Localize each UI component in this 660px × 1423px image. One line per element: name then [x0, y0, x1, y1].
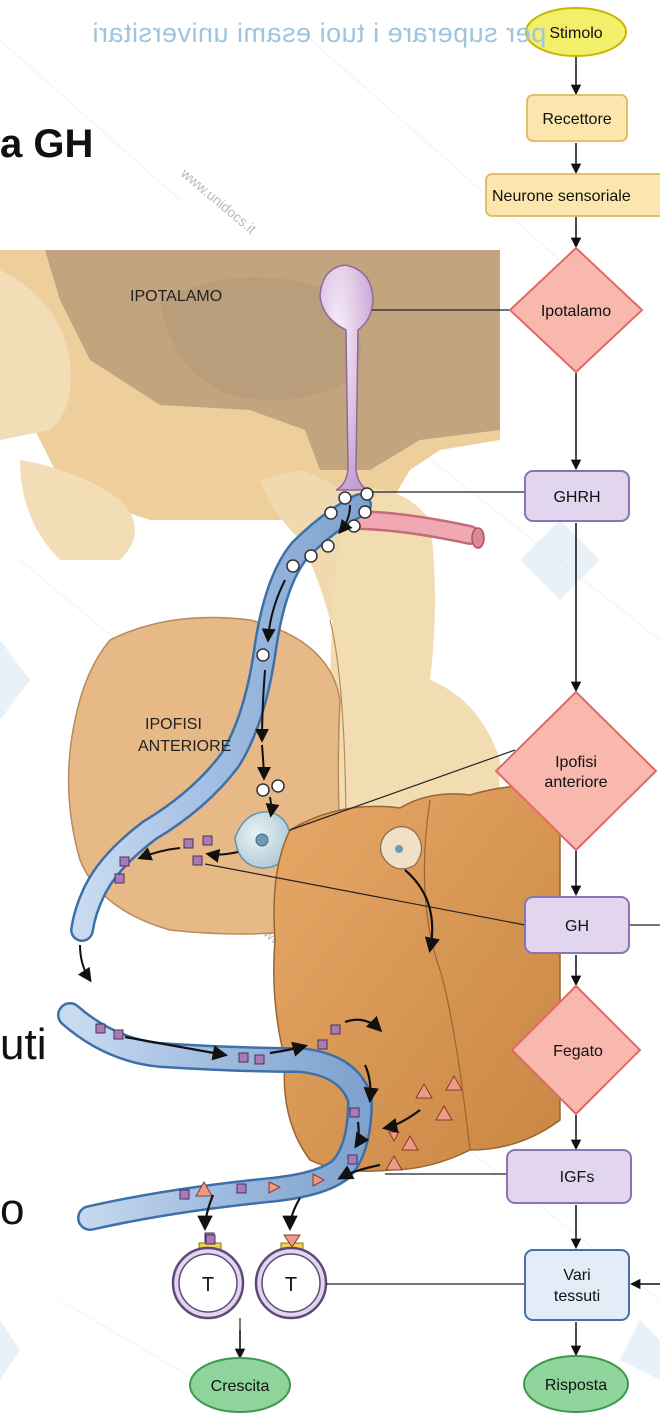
flow-node-receptor: Recettore [527, 95, 627, 141]
flow-node-response: Risposta [524, 1356, 628, 1412]
label-hypothalamus: IPOTALAMO [130, 288, 222, 305]
flow-ghrh-label: GHRH [553, 489, 600, 506]
flow-node-sensory-neuron: Neurone sensoriale [486, 174, 660, 216]
flow-node-ghrh: GHRH [525, 471, 629, 521]
flow-hypothalamus-label: Ipotalamo [541, 303, 611, 320]
flow-igfs-label: IGFs [560, 1169, 595, 1186]
flow-response-label: Risposta [545, 1377, 607, 1394]
target-cell-label: T [202, 1274, 214, 1296]
flow-node-hypothalamus: Ipotalamo [510, 248, 642, 372]
flow-growth-label: Crescita [211, 1378, 270, 1395]
site-watermark-banner: per superare i tuoi esami universitari [92, 18, 546, 49]
site-watermark: www.unidocs.it [177, 164, 259, 236]
flow-tissues-line1: Vari [563, 1267, 590, 1284]
target-cell-label: T [285, 1274, 297, 1296]
label-pituitary-line2: ANTERIORE [138, 738, 231, 755]
flow-stimulus-label: Stimolo [549, 25, 602, 42]
flow-tissues-line2: tessuti [554, 1288, 600, 1305]
slide-title-fragment: a GH [0, 122, 93, 167]
flow-receptor-label: Recettore [542, 111, 611, 128]
label-pituitary-line1: IPOFISI [145, 716, 202, 733]
flow-node-growth: Crescita [190, 1358, 290, 1412]
flow-pituitary-line1: Ipofisi [555, 754, 597, 771]
flow-sensory-neuron-label: Neurone sensoriale [492, 188, 631, 205]
slide-text-fragment-2: o [0, 1185, 24, 1235]
flow-node-gh: GH [525, 897, 629, 953]
flow-pituitary-line2: anteriore [544, 774, 607, 791]
flow-liver-label: Fegato [553, 1043, 603, 1060]
slide-text-fragment-1: uti [0, 1020, 46, 1070]
target-cell-1: T [173, 1235, 243, 1318]
flow-node-igfs: IGFs [507, 1150, 631, 1203]
target-cell-2: T [256, 1235, 326, 1318]
flow-node-tissues: Vari tessuti [525, 1250, 629, 1320]
flow-gh-label: GH [565, 918, 589, 935]
